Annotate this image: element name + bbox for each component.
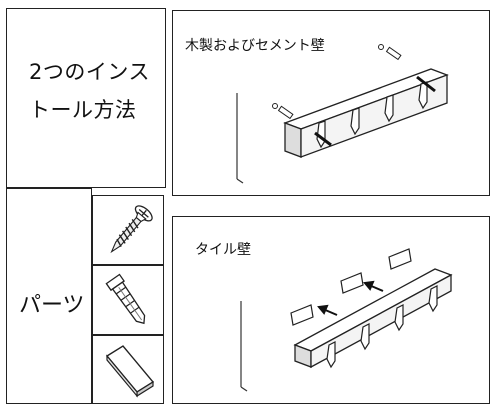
parts-label: パーツ: [19, 293, 85, 318]
screw-icon: [110, 205, 153, 254]
pad-outline-2: [340, 272, 364, 294]
adhesive-pad-icon: [105, 345, 155, 398]
installation-title: 2つのインス トール方法: [29, 53, 159, 129]
pad-outline-1: [290, 304, 314, 326]
pad-outline-3: [388, 248, 412, 270]
part-wall-anchor: [92, 265, 164, 335]
adhesive-mount-illustration: [240, 248, 453, 392]
part-screw: [92, 195, 164, 265]
title-line-2: トール方法: [29, 98, 137, 122]
screw-mount-illustration: [236, 44, 449, 184]
method-wood-cement-panel: 木製およびセメント壁: [172, 10, 490, 196]
method-wood-cement-label: 木製およびセメント壁: [185, 38, 325, 54]
method-tile-label: タイル壁: [195, 242, 251, 258]
method-tile-panel: タイル壁: [172, 216, 490, 404]
part-adhesive-pad: [92, 335, 164, 404]
title-line-1: 2つのインス: [29, 60, 150, 84]
parts-cell: パーツ: [6, 188, 92, 404]
title-cell: 2つのインス トール方法: [6, 8, 166, 188]
wall-anchor-icon: [105, 273, 146, 325]
